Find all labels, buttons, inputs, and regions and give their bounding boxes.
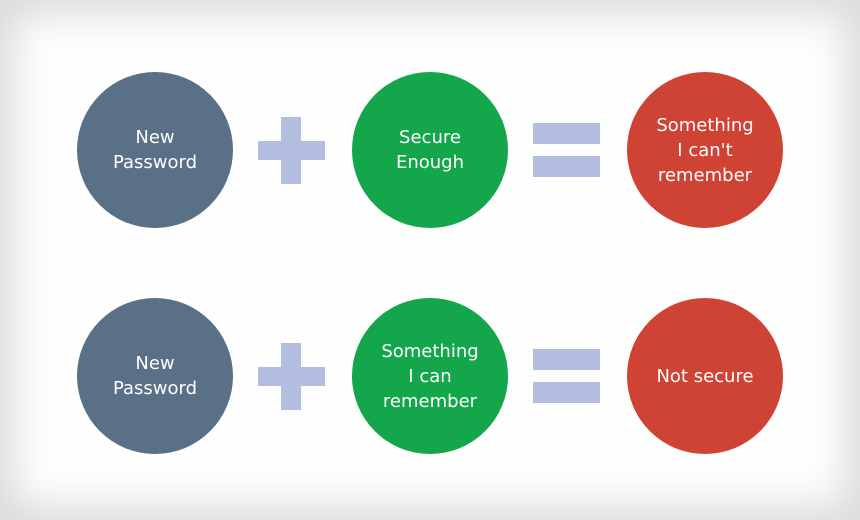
row2-result-label: Not secure — [656, 365, 754, 387]
row1-equals-bottom-bar — [533, 156, 600, 177]
row2-new-password-circle: New Password — [77, 298, 233, 454]
row2-something-i-can-remember-circle: Something I can remember — [352, 298, 508, 454]
row1-plus-vertical-bar — [281, 117, 301, 184]
row1-equals-icon — [533, 123, 600, 177]
row1-secure-enough-label: Secure Enough — [395, 127, 465, 173]
row2-something-i-can-remember-label: Something I can remember — [381, 340, 479, 412]
row1-new-password-circle: New Password — [77, 72, 233, 228]
row2-equals-icon — [533, 349, 600, 403]
row2-equals-bottom-bar — [533, 382, 600, 403]
row1-secure-enough-circle: Secure Enough — [352, 72, 508, 228]
row1-result-label: Something I can't remember — [656, 114, 754, 186]
row2-new-password-label: New Password — [112, 353, 198, 399]
row2-plus-vertical-bar — [281, 343, 301, 410]
row2-equals-top-bar — [533, 349, 600, 370]
row2-plus-icon — [258, 343, 325, 410]
row2-result-circle: Not secure — [627, 298, 783, 454]
row1-plus-icon — [258, 117, 325, 184]
row1-result-circle: Something I can't remember — [627, 72, 783, 228]
row1-equals-top-bar — [533, 123, 600, 144]
row1-new-password-label: New Password — [112, 127, 198, 173]
